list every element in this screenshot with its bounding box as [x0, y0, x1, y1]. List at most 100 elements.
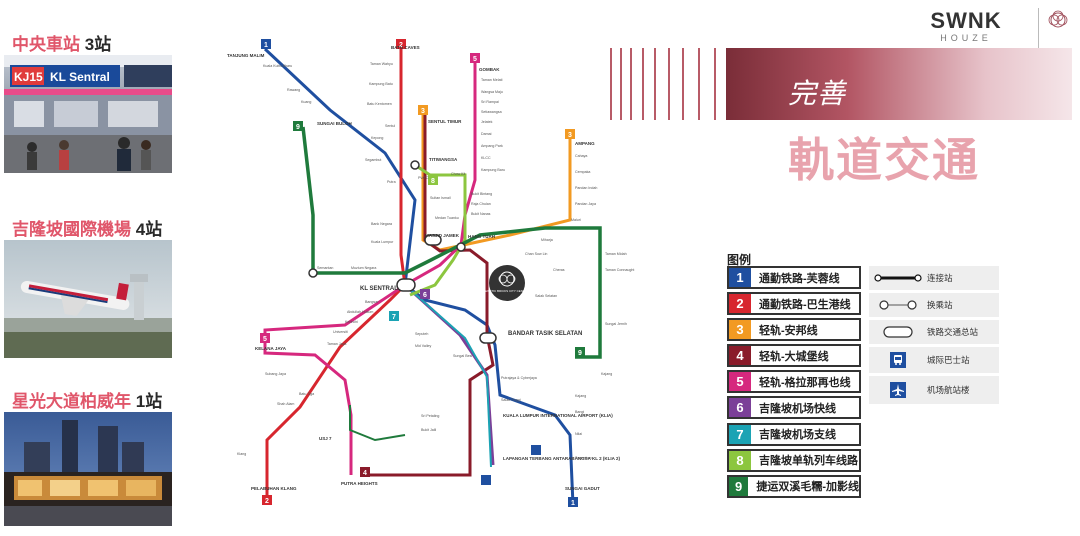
station-taman-midah: Taman Midah — [605, 252, 627, 256]
station-kepong: Kepong — [371, 136, 383, 140]
place-label-kl-sentral: 中央車站 3站 — [12, 35, 112, 54]
station-jelatek: Jelatek — [481, 120, 493, 124]
badge-line-7: 7 — [392, 314, 396, 321]
station-titiwangsa: TITIWANGSA — [429, 157, 458, 162]
station-pwtc: PWTC — [418, 176, 429, 180]
station-pelabuhan-klang: PELABUHAN KLANG — [251, 486, 297, 491]
terminal-station-icon — [883, 326, 913, 338]
station-usj7: USJ 7 — [319, 436, 332, 441]
station-gombak: GOMBAK — [479, 67, 500, 72]
station-kuang: Kuang — [301, 100, 311, 104]
station-bukit-bintang: Bukit Bintang — [471, 192, 492, 196]
station-putrajaya: Putrajaya & Cyberjaya — [501, 376, 537, 380]
station-ampang: AMPANG — [575, 141, 595, 146]
station-tanjung-malim: TANJUNG MALIM — [227, 53, 265, 58]
pavilion-badge — [489, 265, 525, 301]
badge-line-5: 5 — [473, 56, 477, 63]
header-title: 軌道交通 — [788, 134, 980, 186]
station-bandar-tasik-selatan: BANDAR TASIK SELATAN — [508, 331, 582, 337]
station-putra-heights: PUTRA HEIGHTS — [341, 481, 378, 486]
station-chan-sow-lin: Chan Sow Lin — [525, 252, 547, 256]
rail-map: EXOTIC BRICKS CITY CENTER 1 2 3 3 4 5 5 … — [225, 35, 645, 513]
station-muzium-negara: Muzium Negara — [351, 266, 376, 270]
station-cheras: Cheras — [553, 268, 565, 272]
badge-line-1-end: 1 — [571, 500, 575, 507]
station-sri-rampai: Sri Rampai — [481, 100, 499, 104]
station-sri-petaling: Sri Petaling — [421, 414, 439, 418]
header-banner — [726, 48, 1072, 120]
station-taman-melati: Taman Melati — [481, 78, 503, 82]
line-9-path — [301, 126, 602, 359]
station-taman-wahyu: Taman Wahyu — [370, 62, 393, 66]
legend-title: 图例 — [727, 253, 752, 267]
badge-line-4: 4 — [363, 470, 367, 477]
badge-line-5-end: 5 — [263, 336, 267, 343]
station-pandan-jaya: Pandan Jaya — [575, 202, 596, 206]
place-label-klia: 吉隆坡國際機場 4站 — [12, 220, 163, 239]
interchange-station-icon — [879, 300, 917, 310]
interchange-marker — [396, 278, 416, 292]
interchange-marker — [424, 234, 442, 246]
station-batu-tiga: Batu Tiga — [299, 392, 314, 396]
station-klia2: LAPANGAN TERBANG ANTARABANGSA KL 2 (KLIA… — [503, 456, 620, 461]
legend-symbol-bus: 城际巴士站 — [869, 347, 999, 373]
sentral-sign-code: KJ15 — [14, 70, 43, 84]
line-7-path — [406, 286, 492, 468]
station-pandan-indah: Pandan Indah — [575, 186, 597, 190]
station-cempaka: Cempaka — [575, 170, 590, 174]
station-kajang-mrt: Kajang — [601, 372, 612, 376]
station-bangi: Bangi — [575, 410, 584, 414]
station-abdullah-hukum: Abdullah Hukum — [347, 310, 373, 314]
station-maluri: Maluri — [571, 218, 581, 222]
station-raja-chulan: Raja Chulan — [471, 202, 491, 206]
station-kl-sentral: KL SENTRAL — [360, 286, 398, 292]
station-seremban: Seremban — [575, 456, 592, 460]
badge-line-2: 2 — [399, 42, 403, 49]
line-2-path — [265, 49, 407, 497]
airport-terminal-icon — [890, 382, 906, 398]
badge-line-1: 1 — [264, 42, 268, 49]
station-ampang-park: Ampang Park — [481, 144, 503, 148]
station-universiti: Universiti — [333, 330, 348, 334]
station-klang: Klang — [237, 452, 246, 456]
sentral-loop — [349, 405, 406, 442]
badge-line-3: 3 — [421, 108, 425, 115]
bus-station-icon — [890, 352, 906, 368]
station-sungai-jernih: Sungai Jernih — [605, 322, 627, 326]
station-salak-tinggi: Salak Tinggi — [501, 398, 521, 402]
logo-icon — [1048, 10, 1068, 28]
legend-symbol-interchange: 换乘站 — [869, 293, 999, 317]
station-hang-tuah: HANG TUAH — [468, 234, 495, 239]
station-kampung-batu: Kampung Batu — [369, 82, 393, 86]
station-cahaya: Cahaya — [575, 154, 587, 158]
legend-symbol-terminal: 铁路交通总站 — [869, 320, 999, 344]
station-taman-jaya: Taman Jaya — [327, 342, 346, 346]
station-damai: Damai — [481, 132, 492, 136]
station-sultan-ismail: Sultan Ismail — [430, 196, 451, 200]
station-kelana-jaya: KELANA JAYA — [255, 346, 287, 351]
airport-icon — [531, 445, 541, 455]
photo-kl-sentral: KJ15 KL Sentral — [4, 55, 172, 173]
sentral-sign-name: KL Sentral — [50, 70, 110, 84]
station-bukit-jalil: Bukit Jalil — [421, 428, 436, 432]
brand-name: SWNK — [930, 8, 1002, 33]
station-wangsa-maju: Wangsa Maju — [481, 90, 503, 94]
station-taman-connaught: Taman Connaught — [605, 268, 634, 272]
interchange-marker — [456, 242, 466, 252]
station-kuala-kubu: Kuala Kubu Bharu — [263, 64, 292, 68]
badge-line-3-end: 3 — [568, 132, 572, 139]
station-putra: Putra — [387, 180, 396, 184]
badge-line-9-end: 9 — [578, 350, 582, 357]
pavilion-badge-text: EXOTIC BRICKS CITY CENTER — [485, 289, 530, 293]
station-rawang: Rawang — [287, 88, 300, 92]
station-kerinchi: Kerinchi — [345, 320, 358, 324]
station-sungai-besi: Sungai Besi — [453, 354, 472, 358]
station-bank-negara: Bank Negara — [371, 222, 392, 226]
